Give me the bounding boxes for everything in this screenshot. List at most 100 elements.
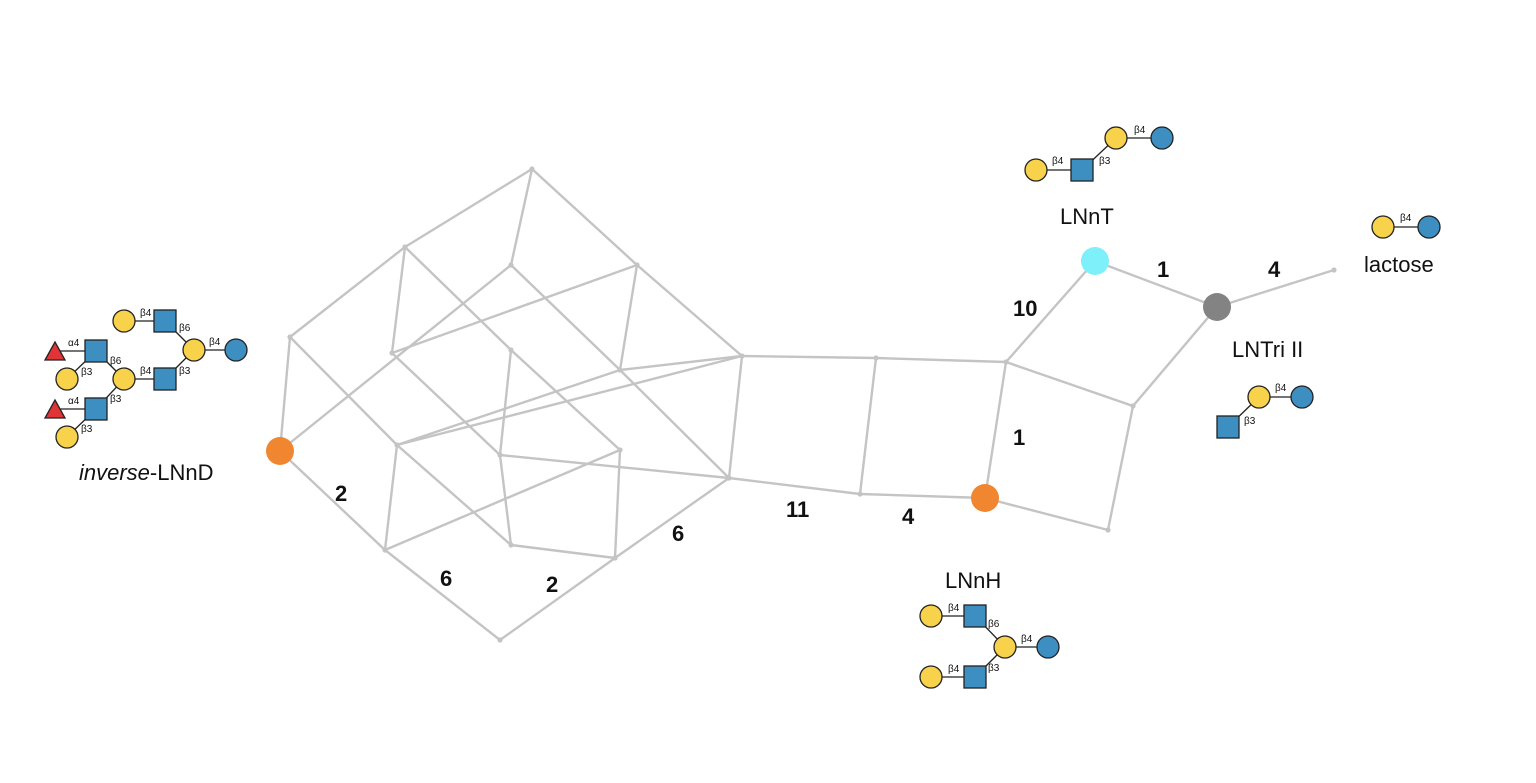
edge	[728, 476, 861, 496]
bond-label: β4	[1275, 383, 1287, 394]
junction-dot	[1130, 403, 1136, 409]
bond-label: β6	[179, 323, 191, 334]
edge	[396, 368, 621, 447]
glcnac-symbol	[153, 367, 177, 391]
bond-label: α4	[68, 338, 80, 349]
bond-label: β6	[110, 356, 122, 367]
edge	[396, 354, 743, 447]
edge	[1216, 268, 1335, 309]
bond-label: β3	[81, 424, 93, 435]
bond-label: β3	[110, 394, 122, 405]
galactose-symbol	[55, 367, 79, 391]
edge	[1094, 259, 1218, 309]
galactose-symbol	[1024, 158, 1048, 182]
fucose-symbol	[43, 398, 67, 419]
edge	[279, 264, 512, 452]
galactose-symbol	[1104, 126, 1128, 150]
junction-dot	[508, 347, 514, 353]
glcnac-symbol	[84, 339, 108, 363]
node-lnnt[interactable]	[1081, 247, 1109, 275]
bond-label: β4	[140, 366, 152, 377]
galactose-symbol	[55, 425, 79, 449]
glucose-symbol	[224, 338, 248, 362]
junction-dot	[497, 637, 503, 643]
edge	[278, 336, 292, 452]
galactose-symbol	[919, 604, 943, 628]
edge	[1005, 360, 1134, 408]
edge-count-labels: 1 4 10 1 2 6 2 6 11 4	[335, 257, 1281, 597]
node-inverse-lnnd[interactable]	[266, 437, 294, 465]
edge	[383, 444, 399, 551]
bond-label: β3	[1244, 416, 1256, 427]
edge	[1005, 260, 1096, 363]
count-left-b: 6	[440, 566, 452, 591]
glycan-lnnt: β4 β3 β4	[1024, 125, 1174, 182]
count-left-a: 2	[335, 481, 347, 506]
count-lnnt-lntri: 1	[1157, 257, 1169, 282]
junction-dot	[287, 334, 293, 340]
galactose-symbol	[182, 338, 206, 362]
bond-label: β3	[81, 367, 93, 378]
junction-dot	[1003, 359, 1009, 365]
node-lntri-ii[interactable]	[1203, 293, 1231, 321]
label-lntri-ii: LNTri II	[1232, 337, 1303, 362]
edge	[510, 543, 616, 560]
junction-dot	[1105, 527, 1111, 533]
glucose-symbol	[1036, 635, 1060, 659]
bond-label: α4	[68, 396, 80, 407]
bond-label: β6	[988, 619, 1000, 630]
edge	[619, 354, 743, 372]
count-bridge-b: 4	[902, 504, 915, 529]
junction-dot	[497, 452, 503, 458]
edge	[289, 246, 406, 338]
edge	[636, 264, 743, 357]
glucose-symbol	[1417, 215, 1441, 239]
edge	[404, 167, 533, 249]
edge	[396, 444, 512, 546]
junction-dot	[382, 547, 388, 553]
network-junctions	[287, 166, 1337, 643]
glcnac-symbol	[84, 397, 108, 421]
count-lnnh-up: 1	[1013, 425, 1025, 450]
junction-dot	[1331, 267, 1337, 273]
edge	[1132, 306, 1218, 407]
node-labels: inverse-LNnD LNnT lactose LNTri II LNnH	[79, 204, 1434, 593]
edge	[499, 557, 616, 641]
glcnac-symbol	[963, 665, 987, 689]
edge	[384, 549, 501, 641]
edge	[984, 496, 1109, 532]
junction-dot	[394, 442, 400, 448]
label-lnnt: LNnT	[1060, 204, 1114, 229]
edge	[499, 453, 730, 480]
edge	[509, 168, 534, 266]
galactose-symbol	[993, 635, 1017, 659]
junction-dot	[402, 244, 408, 250]
junction-dot	[508, 542, 514, 548]
key-nodes	[266, 247, 1231, 512]
network-edges	[278, 167, 1335, 641]
label-lactose: lactose	[1364, 252, 1434, 277]
bond-label: β4	[140, 308, 152, 319]
galactose-symbol	[1371, 215, 1395, 239]
edge	[279, 450, 386, 551]
node-lnnh[interactable]	[971, 484, 999, 512]
glycan-lactose: β4	[1371, 213, 1441, 239]
edge	[531, 168, 638, 266]
junction-dot	[857, 491, 863, 497]
edge	[498, 349, 513, 456]
glycan-inverse-lnnd: β4 β6 β4 β4 β3 α4 β6 β3 α4 β3 β3	[43, 308, 248, 449]
bond-label: β4	[1134, 125, 1146, 136]
count-left-d: 6	[672, 521, 684, 546]
bond-label: β4	[209, 337, 221, 348]
edge	[875, 356, 1007, 364]
glcnac-symbol	[1216, 415, 1240, 439]
bond-label: β4	[948, 603, 960, 614]
edge	[858, 357, 878, 495]
glycan-lnnh: β4 β6 β4 β4 β3	[919, 603, 1060, 689]
bond-label: β3	[179, 366, 191, 377]
junction-dot	[634, 262, 640, 268]
edge	[614, 477, 730, 559]
count-bridge-a: 11	[786, 497, 809, 522]
galactose-symbol	[919, 665, 943, 689]
